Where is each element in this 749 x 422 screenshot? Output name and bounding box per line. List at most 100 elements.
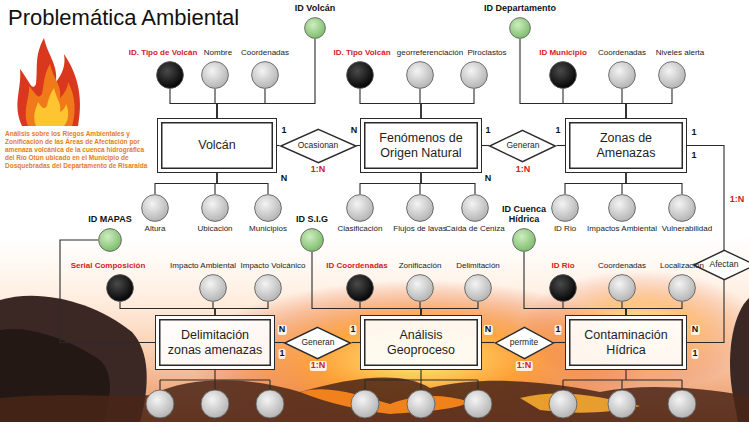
connector-line — [155, 173, 217, 194]
attribute-label: ID. Tipo Volcán — [333, 49, 390, 58]
attribute-label-group: ID Rio — [551, 262, 574, 271]
circle-fill — [305, 18, 326, 39]
diagram-title: Problemática Ambiental — [8, 5, 239, 30]
attribute-circle: Impactos Ambiental — [608, 194, 636, 222]
attribute-label-group: Coordenadas — [598, 49, 646, 58]
connector-line — [626, 89, 672, 118]
key-attribute-circle: Serial Composición — [106, 274, 134, 302]
diamond-fill — [495, 327, 553, 358]
attribute-label: ID MAPAS — [88, 215, 131, 225]
circle-outline — [460, 61, 488, 89]
attribute-label: ID Rio — [554, 225, 576, 234]
circle-outline — [346, 194, 374, 222]
circle-fill — [552, 195, 579, 222]
cardinality-label: 1 — [554, 325, 561, 335]
circle-outline — [464, 274, 492, 302]
attribute-label-group: Impacto Volcánico — [241, 262, 306, 271]
circle-fill — [510, 18, 531, 39]
attribute-label-group: Vulnerabilidad — [662, 225, 712, 234]
circle-fill — [609, 62, 636, 89]
entity-label: Delimitación zonas amenazas — [164, 328, 266, 357]
attribute-label: Nombre — [204, 49, 232, 58]
circle-fill — [202, 195, 229, 222]
circle-outline — [201, 61, 229, 89]
connector-line — [275, 342, 285, 343]
circle-fill — [255, 275, 282, 302]
connector-line — [687, 146, 724, 251]
attribute-circle: Nombre — [201, 61, 229, 89]
circle-outline — [549, 274, 577, 302]
attribute-label: Coordenadas — [598, 262, 646, 271]
attribute-circle: Piroclastos — [460, 61, 488, 89]
connector-line — [60, 240, 155, 343]
attribute-circle: Coordenadas — [608, 274, 636, 302]
cardinality-label: 1:N — [515, 165, 532, 175]
connector-line — [360, 89, 421, 118]
circle-outline — [254, 194, 282, 222]
connector-line — [626, 173, 682, 194]
diamond-fill — [490, 130, 556, 161]
attribute-label-group: georreferenciación — [397, 49, 463, 58]
attribute-label-group: Zonificación — [399, 262, 442, 271]
circle-fill — [659, 62, 686, 89]
connector-line — [421, 89, 474, 118]
connector-line — [482, 145, 490, 146]
attribute-circle: Zonificación — [406, 274, 434, 302]
attribute-label-group: ID Departamento — [484, 4, 556, 14]
circle-outline — [406, 274, 434, 302]
circle-outline — [608, 274, 636, 302]
circle-fill — [462, 195, 489, 222]
attribute-label: ID Departamento — [484, 4, 556, 14]
id-circle: ID Volcán — [304, 17, 326, 39]
attribute-label: Delimitación — [456, 262, 500, 271]
attribute-label: Clasificación — [338, 225, 383, 234]
circle-outline — [668, 194, 696, 222]
circle-outline — [141, 194, 169, 222]
attribute-label: ID Volcán — [295, 4, 335, 14]
circle-fill — [461, 62, 488, 89]
cardinality-label: N — [484, 174, 493, 184]
key-attribute-circle: ID Rio — [549, 274, 577, 302]
circle-fill — [513, 229, 536, 252]
circle-outline — [156, 61, 184, 89]
circle-fill — [550, 62, 577, 89]
circle-outline — [304, 17, 326, 39]
circle-outline — [658, 61, 686, 89]
connector-line — [482, 342, 495, 343]
attribute-label: ID Cuenca Hídrica — [500, 205, 548, 225]
attribute-label-group: Impacto Ambiental — [170, 262, 236, 271]
connector-line — [565, 173, 626, 194]
connector-line — [215, 302, 268, 315]
attribute-label: Flujos de lavas — [393, 225, 446, 234]
attribute-circle: Flujos de lavas — [406, 194, 434, 222]
attribute-label-group: Serial Composición — [71, 262, 146, 271]
attribute-circle: Coordenadas — [251, 61, 279, 89]
attribute-label-group: Nombre — [204, 49, 232, 58]
circle-outline — [668, 274, 696, 302]
attribute-label: ID Municipio — [539, 49, 587, 58]
attribute-label-group: ID. Tipo Volcán — [333, 49, 390, 58]
attribute-label: Vulnerabilidad — [662, 225, 712, 234]
cardinality-label: 1 — [554, 126, 561, 136]
cardinality-label: 1:N — [516, 361, 533, 371]
cardinality-label: N — [350, 126, 359, 136]
attribute-label-group: ID MAPAS — [88, 215, 131, 225]
attribute-label-group: Municipios — [249, 225, 287, 234]
connector-line — [421, 173, 475, 194]
entity-label: Análisis Geoproceso — [369, 328, 473, 357]
circle-fill — [301, 229, 324, 252]
circle-fill — [669, 195, 696, 222]
attribute-label: Serial Composición — [71, 262, 146, 271]
attribute-label-group: Coordenadas — [598, 262, 646, 271]
cardinality-label: 1 — [484, 126, 491, 136]
entity-box: Zonas de Amenazas — [565, 118, 687, 173]
attribute-label: Piroclastos — [467, 49, 506, 58]
diamond-fill — [285, 327, 351, 358]
circle-fill — [465, 275, 492, 302]
entity-label: Zonas de Amenazas — [574, 131, 678, 160]
key-attribute-circle: ID. Tipo de Volcán — [156, 61, 184, 89]
attribute-label: ID. Tipo de Volcán — [129, 49, 198, 58]
cardinality-label: 1 — [278, 349, 285, 359]
circle-outline — [406, 61, 434, 89]
circle-fill — [202, 62, 229, 89]
